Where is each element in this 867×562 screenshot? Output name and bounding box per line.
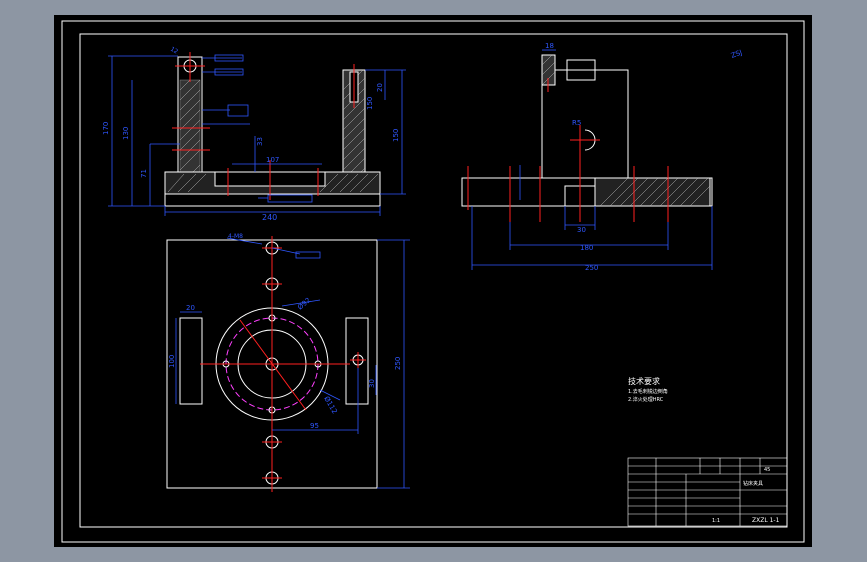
plan-dim-height: 250: [394, 357, 402, 370]
right-dim-r: R5: [572, 119, 581, 127]
drawing-sheet: [54, 15, 812, 547]
side-dim-right-column: 150: [366, 97, 374, 110]
side-dim-column-top: 12: [169, 46, 179, 56]
side-dim-width: 240: [262, 213, 277, 222]
tech-requirements: 技术要求 1.去毛刺锐边倒角 2.淬火处理HRC: [628, 376, 668, 403]
side-dim-left-inner: 130: [122, 127, 130, 140]
sheet-outer-border: [61, 20, 805, 543]
sheet-inner-frame: [79, 33, 788, 528]
title-block: [627, 457, 788, 527]
tech-requirements-line-2: 2.淬火处理HRC: [628, 396, 664, 403]
right-dim-top: 18: [545, 42, 554, 50]
side-dim-height-overall: 170: [102, 122, 110, 135]
side-dim-slot-width: 33: [256, 137, 264, 146]
title-block-material: 45: [764, 467, 770, 473]
tech-requirements-line-1: 1.去毛刺锐边倒角: [628, 388, 668, 395]
right-view: 18 R5 180 250 30: [461, 42, 713, 272]
right-dim-base-overall: 250: [585, 264, 598, 272]
side-dim-height-inner: 150: [392, 129, 400, 142]
title-block-drawing-no: ZXZL 1-1: [752, 517, 780, 524]
side-dim-base-height: 71: [140, 169, 148, 178]
title-block-scale: 1:1: [712, 518, 720, 524]
plan-dim-small: 30: [368, 379, 376, 388]
right-dim-base-inner: 180: [580, 244, 593, 252]
side-dim-center: 107: [266, 156, 279, 164]
plan-dim-dia-hole: 4-M8: [228, 233, 243, 240]
title-block-name: 钻床夹具: [743, 480, 763, 487]
tech-requirements-title: 技术要求: [628, 376, 660, 386]
side-dim-right-small: 20: [376, 83, 384, 92]
right-dim-slot: 30: [577, 226, 586, 234]
plan-dim-offset: 95: [310, 422, 319, 430]
plan-dim-slot-length: 100: [168, 355, 176, 368]
side-view: 170 130 71 240 150 150 20 107 33 12: [102, 46, 406, 222]
plan-dim-slot-top: 20: [186, 304, 195, 312]
sheet-watermark-label: ZSJ: [730, 48, 743, 59]
plan-view: 250 20 100 95 30 Ø112 Ø92 4-M8: [166, 233, 410, 492]
